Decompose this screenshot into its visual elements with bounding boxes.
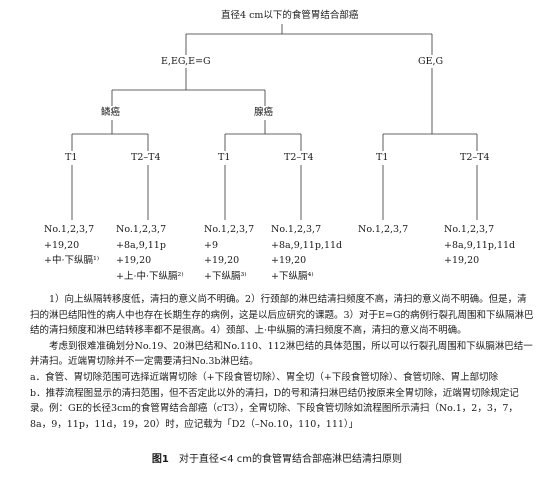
leaf-line: +8a,9,11p,11d — [271, 239, 343, 251]
leaf-line: No.1,2,3,7 — [204, 224, 255, 235]
leaf-line: +上·中·下纵膈²⁾ — [116, 270, 184, 282]
leaf-node: No.1,2,3,7 — [358, 222, 408, 238]
stage-node: T2–T4 — [284, 152, 314, 163]
stage-node: T1 — [65, 152, 78, 163]
leaf-line: +19,20 — [116, 255, 152, 266]
stage-node: T1 — [218, 152, 231, 163]
leaf-node: No.1,2,3,7 +8a,9,11p +19,20 +上·中·下纵膈²⁾ — [116, 222, 184, 284]
stage-node: T2–T4 — [460, 152, 490, 163]
figure-number: 图1 — [151, 454, 169, 465]
stage-node: T2–T4 — [131, 152, 161, 163]
footnote-paragraph: 考虑到很难准确划分No.19、20淋巴结和No.110、112淋巴结的具体范围，… — [30, 340, 533, 368]
leaf-node: No.1,2,3,7 +8a,9,11p,11d +19,20 — [444, 222, 515, 269]
leaf-line: +8a,9,11p — [116, 239, 166, 251]
footnotes: 1）向上纵隔转移度低，清扫的意义尚不明确。2）行颈部的淋巴结清扫频度不高，清扫的… — [30, 292, 535, 432]
group-node-ge-g: GE,G — [418, 56, 444, 67]
leaf-line: +19,20 — [271, 255, 307, 266]
leaf-line: +下纵膈⁴⁾ — [271, 270, 314, 282]
note-a: a．食管、胃切除范围可选择近端胃切除（+下段食管切除）、胃全切（+下段食管切除）… — [30, 371, 499, 383]
histology-node-adeno: 腺癌 — [254, 107, 274, 118]
figure-title: 对于直径<4 cm的食管胃结合部癌淋巴结清扫原则 — [178, 454, 403, 465]
stage-node: T1 — [376, 152, 389, 163]
leaf-line: No.1,2,3,7 — [444, 224, 495, 235]
leaf-line: +19,20 — [204, 255, 240, 266]
root-node: 直径4 cm以下的食管胃结合部癌 — [221, 10, 359, 21]
figure-caption: 图1 对于直径<4 cm的食管胃结合部癌淋巴结清扫原则 — [0, 450, 554, 465]
flowchart-connectors — [71, 24, 478, 220]
footnote-paragraph: 1）向上纵隔转移度低，清扫的意义尚不明确。2）行颈部的淋巴结清扫频度不高，清扫的… — [30, 294, 534, 337]
group-node-e-eg: E,EG,E=G — [161, 56, 211, 67]
leaf-line: +中·下纵膈¹⁾ — [44, 255, 100, 266]
leaf-line: No.1,2,3,7 — [358, 224, 409, 235]
leaf-line: +8a,9,11p,11d — [444, 239, 516, 251]
leaf-node: No.1,2,3,7 +9 +19,20 +下纵膈³⁾ — [204, 222, 254, 284]
leaf-node: No.1,2,3,7 +19,20 +中·下纵膈¹⁾ — [44, 222, 99, 269]
leaf-line: +19,20 — [444, 255, 480, 266]
leaf-line: No.1,2,3,7 — [271, 224, 322, 235]
leaf-line: No.1,2,3,7 — [44, 224, 95, 235]
leaf-line: No.1,2,3,7 — [116, 224, 167, 235]
leaf-line: +下纵膈³⁾ — [204, 270, 247, 282]
note-b: b．推荐流程图显示的清扫范围，但不否定此以外的清扫，D的号和清扫淋巴结仍按原来全… — [30, 387, 519, 430]
histology-node-squamous: 鳞癌 — [101, 107, 121, 118]
leaf-node: No.1,2,3,7 +8a,9,11p,11d +19,20 +下纵膈⁴⁾ — [271, 222, 342, 284]
leaf-line: +19,20 — [44, 239, 80, 251]
leaf-line: +9 — [204, 239, 219, 251]
